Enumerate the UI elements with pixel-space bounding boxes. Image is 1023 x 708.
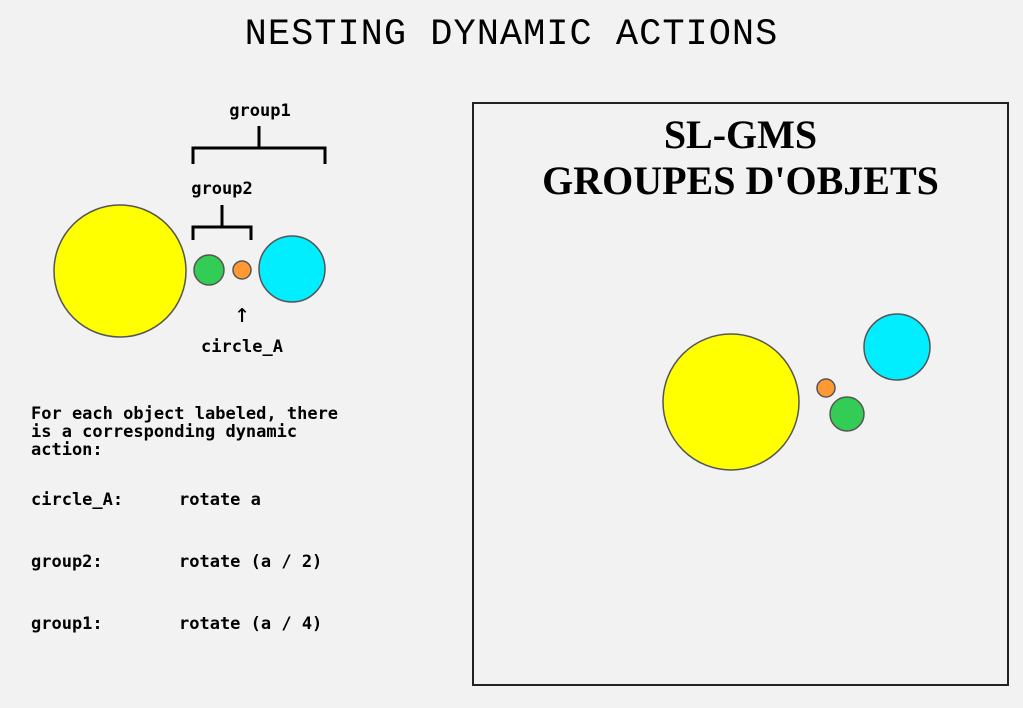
orange-circle-a [232,260,252,280]
panel-orange-circle [816,378,836,398]
panel-green-circle [829,396,865,432]
panel-title-line2: GROUPES D'OBJETS [542,158,939,203]
panel-yellow-circle [662,333,800,471]
action-row-circle-a: circle_A: rotate a [31,490,261,510]
action-label: group1: [31,614,103,634]
action-label: circle_A: [31,490,124,510]
group1-bracket [191,126,327,164]
panel-cyan-circle [863,313,931,381]
circle-a-label: circle_A [201,337,283,357]
up-arrow-icon: ↑ [234,299,250,329]
action-label: group2: [31,552,103,572]
action-row-group1: group1: rotate (a / 4) [31,614,322,634]
action-value: rotate (a / 2) [179,552,323,572]
green-circle [193,254,225,286]
cyan-circle [258,235,326,303]
yellow-circle [53,204,187,338]
explanation-text: For each object labeled, there is a corr… [31,404,339,460]
group2-label: group2 [191,179,252,199]
panel-title: SL-GMS GROUPES D'OBJETS [474,112,1007,204]
action-value: rotate (a / 4) [179,614,323,634]
panel-title-line1: SL-GMS [663,112,818,157]
panel-canvas [662,313,931,471]
group2-bracket [191,205,253,240]
page-title: NESTING DYNAMIC ACTIONS [244,14,779,56]
action-value: rotate a [179,490,261,510]
group1-label: group1 [229,101,290,121]
animation-panel: SL-GMS GROUPES D'OBJETS [472,102,1009,686]
action-row-group2: group2: rotate (a / 2) [31,552,322,572]
